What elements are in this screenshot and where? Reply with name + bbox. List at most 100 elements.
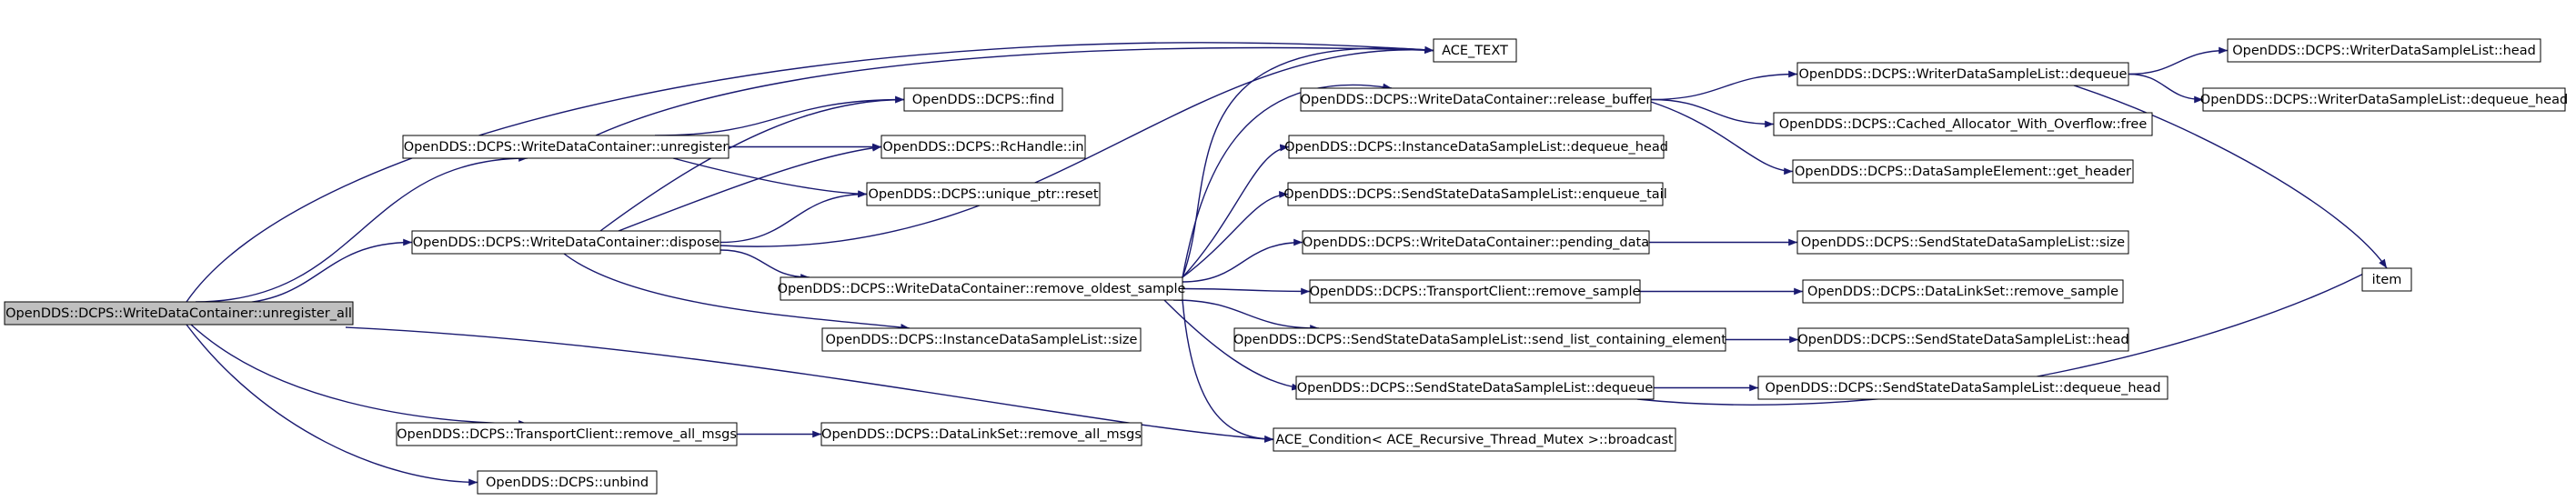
node-label-ace-text: ACE_TEXT xyxy=(1442,44,1508,58)
node-ss-head[interactable]: OpenDDS::DCPS::SendStateDataSampleList::… xyxy=(1797,327,2129,352)
node-label-unique-reset: OpenDDS::DCPS::unique_ptr::reset xyxy=(868,187,1098,202)
node-unique-reset[interactable]: OpenDDS::DCPS::unique_ptr::reset xyxy=(866,182,1101,206)
node-ace-broadcast[interactable]: ACE_Condition< ACE_Recursive_Thread_Mute… xyxy=(1273,427,1676,452)
edge-root-to-unbind xyxy=(186,324,478,486)
node-box-ss-dequeue-head[interactable] xyxy=(1757,376,2168,400)
node-label-writer-dequeue-head: OpenDDS::DCPS::WriterDataSampleList::deq… xyxy=(2200,93,2568,107)
node-box-remove-oldest-sample[interactable] xyxy=(780,276,1183,301)
node-box-instance-size[interactable] xyxy=(821,327,1142,352)
node-box-ace-broadcast[interactable] xyxy=(1273,427,1676,452)
node-box-ss-enqueue-tail[interactable] xyxy=(1287,182,1664,206)
node-find[interactable]: OpenDDS::DCPS::find xyxy=(903,87,1063,112)
node-dls-remove-sample[interactable]: OpenDDS::DCPS::DataLinkSet::remove_sampl… xyxy=(1802,279,2124,304)
node-remove-all-msgs[interactable]: OpenDDS::DCPS::TransportClient::remove_a… xyxy=(396,422,738,446)
edge-remove-oldest-to-release-buffer xyxy=(1182,83,1393,278)
edge-root-to-ace-broadcast xyxy=(345,326,1274,443)
edge-unregister-to-ace-text xyxy=(595,46,1434,136)
node-box-unregister[interactable] xyxy=(402,135,730,159)
node-box-release-buffer[interactable] xyxy=(1300,87,1652,112)
node-writer-dequeue[interactable]: OpenDDS::DCPS::WriterDataSampleList::deq… xyxy=(1796,62,2129,86)
edge-root-to-dispose xyxy=(226,238,413,305)
node-label-find: OpenDDS::DCPS::find xyxy=(912,93,1055,107)
node-box-remove-all-msgs[interactable] xyxy=(396,422,738,446)
call-nodes: OpenDDS::DCPS::WriteDataContainer::unreg… xyxy=(4,38,2568,495)
node-dls-remove-all-msgs[interactable]: OpenDDS::DCPS::DataLinkSet::remove_all_m… xyxy=(820,422,1142,446)
node-box-tc-remove-sample[interactable] xyxy=(1309,279,1641,304)
node-box-find[interactable] xyxy=(903,87,1063,112)
node-ss-enqueue-tail[interactable]: OpenDDS::DCPS::SendStateDataSampleList::… xyxy=(1283,182,1667,206)
node-label-send-list-containing: OpenDDS::DCPS::SendStateDataSampleList::… xyxy=(1233,333,1726,347)
node-ss-size[interactable]: OpenDDS::DCPS::SendStateDataSampleList::… xyxy=(1796,230,2129,255)
node-label-dls-remove-all-msgs: OpenDDS::DCPS::DataLinkSet::remove_all_m… xyxy=(821,427,1142,442)
node-box-writer-dequeue[interactable] xyxy=(1796,62,2129,86)
node-ss-dequeue-head[interactable]: OpenDDS::DCPS::SendStateDataSampleList::… xyxy=(1757,376,2168,400)
edge-release-buffer-to-get-header xyxy=(1650,101,1794,175)
node-ace-text[interactable]: ACE_TEXT xyxy=(1433,38,1517,63)
node-label-instance-dequeue-head: OpenDDS::DCPS::InstanceDataSampleList::d… xyxy=(1284,140,1668,155)
node-label-dls-remove-sample: OpenDDS::DCPS::DataLinkSet::remove_sampl… xyxy=(1807,285,2118,299)
node-label-ace-broadcast: ACE_Condition< ACE_Recursive_Thread_Mute… xyxy=(1275,433,1673,447)
node-box-dispose[interactable] xyxy=(411,230,721,255)
node-unbind[interactable]: OpenDDS::DCPS::unbind xyxy=(477,470,658,495)
node-writer-dequeue-head[interactable]: OpenDDS::DCPS::WriterDataSampleList::deq… xyxy=(2200,87,2568,112)
node-release-buffer[interactable]: OpenDDS::DCPS::WriteDataContainer::relea… xyxy=(1300,87,1652,112)
node-label-root: OpenDDS::DCPS::WriteDataContainer::unreg… xyxy=(5,306,352,321)
edge-root-to-ace-text xyxy=(186,42,1434,303)
node-box-root[interactable] xyxy=(4,301,354,326)
node-box-cached-free[interactable] xyxy=(1773,112,2153,136)
node-box-dls-remove-all-msgs[interactable] xyxy=(820,422,1142,446)
node-box-writer-head[interactable] xyxy=(2227,38,2541,63)
node-dispose[interactable]: OpenDDS::DCPS::WriteDataContainer::dispo… xyxy=(411,230,721,255)
node-label-unregister: OpenDDS::DCPS::WriteDataContainer::unreg… xyxy=(404,140,729,155)
node-label-cached-free: OpenDDS::DCPS::Cached_Allocator_With_Ove… xyxy=(1779,117,2148,132)
node-box-ss-dequeue[interactable] xyxy=(1295,376,1655,400)
node-cached-free[interactable]: OpenDDS::DCPS::Cached_Allocator_With_Ove… xyxy=(1773,112,2153,136)
node-unregister[interactable]: OpenDDS::DCPS::WriteDataContainer::unreg… xyxy=(402,135,730,159)
node-get-header[interactable]: OpenDDS::DCPS::DataSampleElement::get_he… xyxy=(1792,159,2134,184)
edge-writer-dequeue-to-item xyxy=(2073,85,2388,269)
node-tc-remove-sample[interactable]: OpenDDS::DCPS::TransportClient::remove_s… xyxy=(1309,279,1641,304)
node-pending-data[interactable]: OpenDDS::DCPS::WriteDataContainer::pendi… xyxy=(1302,230,1650,255)
edge-remove-oldest-to-ace-broadcast xyxy=(1182,299,1274,443)
node-writer-head[interactable]: OpenDDS::DCPS::WriterDataSampleList::hea… xyxy=(2227,38,2541,63)
node-root[interactable]: OpenDDS::DCPS::WriteDataContainer::unreg… xyxy=(4,301,354,326)
node-box-ss-head[interactable] xyxy=(1797,327,2129,352)
node-instance-dequeue-head[interactable]: OpenDDS::DCPS::InstanceDataSampleList::d… xyxy=(1284,135,1668,159)
node-box-pending-data[interactable] xyxy=(1302,230,1650,255)
node-box-rchandle-in[interactable] xyxy=(880,135,1086,159)
node-label-ss-size: OpenDDS::DCPS::SendStateDataSampleList::… xyxy=(1801,235,2125,250)
node-label-pending-data: OpenDDS::DCPS::WriteDataContainer::pendi… xyxy=(1303,235,1649,250)
edge-dispose-to-remove-oldest xyxy=(719,249,810,281)
node-rchandle-in[interactable]: OpenDDS::DCPS::RcHandle::in xyxy=(880,135,1086,159)
node-box-ss-size[interactable] xyxy=(1796,230,2129,255)
edge-unregister-to-find xyxy=(654,95,905,136)
node-box-writer-dequeue-head[interactable] xyxy=(2202,87,2566,112)
node-box-send-list-containing[interactable] xyxy=(1233,327,1726,352)
node-label-item: item xyxy=(2372,273,2402,287)
edge-dispose-to-unique-reset xyxy=(719,190,868,244)
node-label-ss-dequeue-head: OpenDDS::DCPS::SendStateDataSampleList::… xyxy=(1765,381,2160,396)
node-box-item[interactable] xyxy=(2361,267,2412,292)
edge-remove-oldest-to-enqueue-tail xyxy=(1182,191,1289,278)
node-label-get-header: OpenDDS::DCPS::DataSampleElement::get_he… xyxy=(1795,165,2131,179)
node-label-ss-dequeue: OpenDDS::DCPS::SendStateDataSampleList::… xyxy=(1297,381,1654,396)
node-box-instance-dequeue-head[interactable] xyxy=(1288,135,1665,159)
node-label-tc-remove-sample: OpenDDS::DCPS::TransportClient::remove_s… xyxy=(1310,285,1641,299)
edge-remove-oldest-to-remove-sample xyxy=(1182,287,1311,296)
node-box-unique-reset[interactable] xyxy=(866,182,1101,206)
node-instance-size[interactable]: OpenDDS::DCPS::InstanceDataSampleList::s… xyxy=(821,327,1142,352)
edge-dispose-to-rchandle-in xyxy=(618,144,882,232)
node-box-ace-text[interactable] xyxy=(1433,38,1517,63)
node-label-remove-all-msgs: OpenDDS::DCPS::TransportClient::remove_a… xyxy=(397,427,737,442)
node-send-list-containing[interactable]: OpenDDS::DCPS::SendStateDataSampleList::… xyxy=(1233,327,1726,352)
edge-dispose-to-ace-text xyxy=(719,46,1434,247)
node-box-get-header[interactable] xyxy=(1792,159,2134,184)
node-remove-oldest-sample[interactable]: OpenDDS::DCPS::WriteDataContainer::remov… xyxy=(778,276,1186,301)
node-box-unbind[interactable] xyxy=(477,470,658,495)
node-ss-dequeue[interactable]: OpenDDS::DCPS::SendStateDataSampleList::… xyxy=(1295,376,1655,400)
node-box-dls-remove-sample[interactable] xyxy=(1802,279,2124,304)
edge-remove-oldest-to-send-list xyxy=(1172,299,1320,332)
node-label-release-buffer: OpenDDS::DCPS::WriteDataContainer::relea… xyxy=(1301,93,1652,107)
node-item[interactable]: item xyxy=(2361,267,2412,292)
